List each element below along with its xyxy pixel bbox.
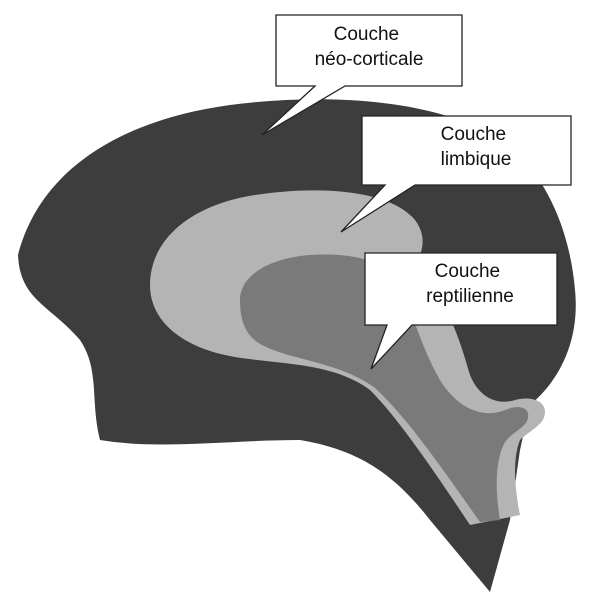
callout-neocortical-line1: Couche <box>334 24 400 45</box>
callout-limbic-line1: Couche <box>441 124 507 145</box>
callout-reptilian-line1: Couche <box>435 261 501 282</box>
callout-limbic-line2: limbique <box>441 149 512 170</box>
callout-neocortical-line2: néo-corticale <box>315 49 424 70</box>
callout-reptilian-line2: reptilienne <box>426 286 514 307</box>
